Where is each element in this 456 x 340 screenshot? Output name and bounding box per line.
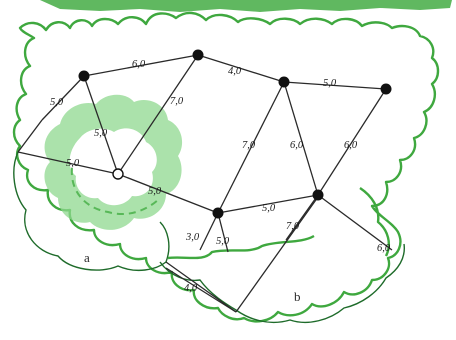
- edge-e2: [197, 54, 285, 83]
- boundary-segment-left: [17, 119, 43, 153]
- center-fringe: [167, 234, 315, 260]
- region-b-outline: [159, 243, 405, 324]
- boundary-segment-bottom-right: [235, 196, 319, 313]
- edge-labels: 6,0 4,0 5,0 5,0 5,0 7,0 5,0 7,0 6,0 6,0 …: [50, 59, 391, 294]
- nodes: [78, 49, 392, 219]
- node-n6: [212, 207, 224, 219]
- edge-e7: [17, 151, 119, 175]
- boundary-segment-bottom: [165, 261, 237, 313]
- node-n1: [78, 70, 90, 82]
- edge-e10: [317, 88, 387, 196]
- edge-e8: [217, 81, 285, 214]
- edge-label-e10: 6,0: [344, 140, 358, 151]
- edge-label-e4: 5,0: [50, 97, 64, 108]
- edge-e5: [83, 75, 119, 175]
- edge-e1: [83, 54, 199, 77]
- region-label-a: a: [84, 250, 90, 265]
- edge-label-e14: 5,0: [216, 236, 230, 247]
- node-n7: [312, 189, 324, 201]
- edge-label-e16: 6,0: [377, 243, 391, 254]
- edge-label-e1: 6,0: [132, 59, 146, 70]
- region-label-b: b: [294, 289, 301, 304]
- edge-label-e5: 5,0: [94, 128, 108, 139]
- edge-label-e13: 3,0: [185, 232, 200, 243]
- edge-label-e8: 7,0: [242, 140, 256, 151]
- edge-label-e15: 7,0: [286, 221, 300, 232]
- node-n4: [380, 83, 392, 95]
- edge-e9: [283, 81, 319, 196]
- edge-e14: [217, 212, 229, 253]
- region-a-outline: [13, 151, 170, 272]
- edge-e12: [217, 194, 319, 214]
- edge-e4: [41, 75, 85, 121]
- edge-label-e6: 7,0: [170, 96, 184, 107]
- node-n5-open: [112, 168, 124, 180]
- edges: [17, 54, 393, 313]
- edge-e17: [165, 267, 237, 313]
- edge-label-e17: 4,0: [184, 283, 198, 294]
- right-fringe: [359, 187, 390, 257]
- edge-e11: [117, 173, 219, 214]
- edge-e16: [317, 194, 393, 251]
- edge-e6: [117, 54, 199, 175]
- top-green-band: [40, 0, 452, 12]
- node-n2: [192, 49, 204, 61]
- edge-e13: [199, 212, 219, 251]
- edge-e15: [285, 194, 319, 241]
- pond-inner-dashes: [70, 167, 161, 216]
- outer-vegetation-boundary: [12, 11, 440, 323]
- edge-e3: [283, 81, 387, 90]
- edge-label-e2: 4,0: [228, 66, 242, 77]
- edge-label-e12: 5,0: [262, 203, 276, 214]
- edge-label-e11: 5,0: [148, 186, 162, 197]
- edge-label-e7: 5,0: [66, 158, 80, 169]
- edge-label-e3: 5,0: [323, 78, 337, 89]
- edge-label-e9: 6,0: [290, 140, 304, 151]
- node-n3: [278, 76, 290, 88]
